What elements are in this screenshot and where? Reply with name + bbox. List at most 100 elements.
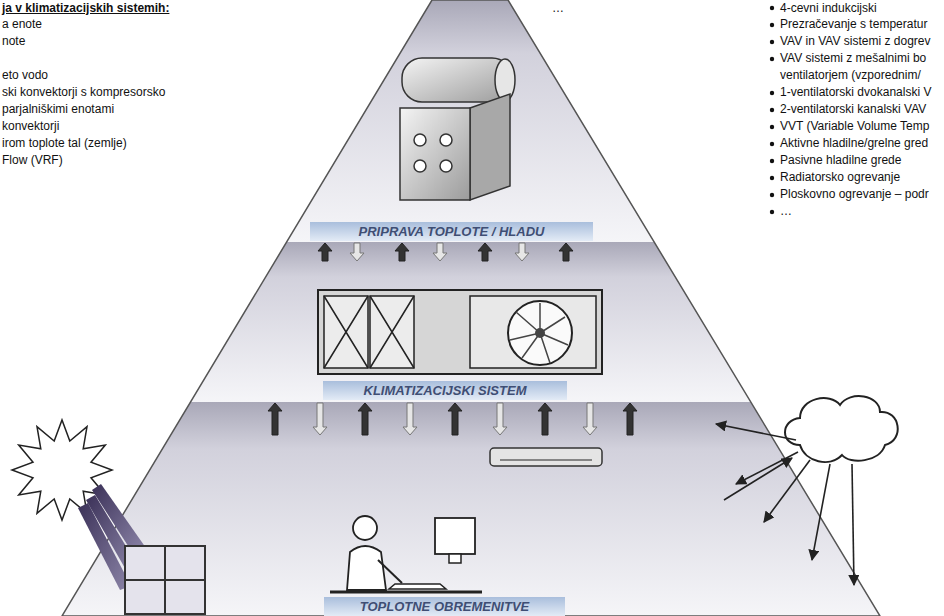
bullet: [770, 23, 774, 27]
chiller-icon: [400, 58, 515, 200]
ahu-fan-wheel: [508, 301, 572, 365]
heat-gain-arrow: [724, 458, 792, 500]
list-item: ventilatorjem (vzporednim/: [780, 67, 921, 84]
bullet: [770, 57, 774, 61]
ahu-filter-cross: [324, 296, 368, 368]
flow-arrow: [318, 243, 332, 261]
heat-flow-connector: [318, 243, 573, 261]
ahu-fan-hub: [535, 328, 545, 338]
flow-arrow: [448, 403, 462, 435]
tier-title: KLIMATIZACIJSKI SISTEM: [364, 382, 527, 399]
window: [125, 546, 205, 614]
ahu-body: [318, 290, 602, 374]
tier-title: PRIPRAVA TOPLOTE / HLADU: [359, 223, 545, 240]
bullet: [770, 142, 774, 146]
chiller-box: [400, 108, 470, 200]
flow-arrow: [433, 243, 447, 261]
bullet: [770, 159, 774, 163]
ahu-filter: [324, 296, 368, 368]
flow-arrow: [313, 403, 327, 435]
ellipsis: …: [552, 0, 564, 17]
flow-arrow: [358, 403, 372, 435]
list-item: note: [2, 33, 25, 50]
person-head: [353, 516, 377, 540]
list-item: …: [780, 203, 792, 220]
heat-flow-connector: [350, 243, 529, 261]
bullet: [770, 6, 774, 10]
bullet: [770, 125, 774, 129]
heat-loads-scene: [12, 396, 898, 614]
ceiling-unit-vent: [500, 459, 592, 461]
tier-banner: KLIMATIZACIJSKI SISTEM: [323, 381, 567, 400]
bullet: [770, 193, 774, 197]
list-item: konvektorji: [2, 118, 59, 135]
list-heading: ja v klimatizacijskih sistemih:: [2, 0, 169, 17]
bullet: [770, 176, 774, 180]
window-frame: [125, 546, 205, 614]
heat-gain-arrow: [852, 464, 854, 585]
list-item: irom toplote tal (zemlje): [2, 135, 127, 152]
chiller-port: [414, 134, 426, 146]
list-item: Radiatorsko ogrevanje: [780, 169, 900, 186]
flow-arrow: [478, 243, 492, 261]
keyboard: [389, 584, 446, 589]
heat-gain-arrow: [736, 452, 798, 484]
tier-banner: PRIPRAVA TOPLOTE / HLADU: [310, 222, 593, 241]
air-handling-unit: [318, 290, 602, 374]
chiller-port: [414, 160, 426, 172]
flow-arrow: [395, 243, 409, 261]
bullet: [770, 210, 774, 214]
heat-gain-arrow: [716, 424, 796, 440]
flow-arrow: [403, 403, 417, 435]
list-item: parjalniškimi enotami: [2, 101, 114, 118]
chiller-port: [440, 160, 452, 172]
tier-banner: TOPLOTNE OBREMENITVE: [324, 597, 565, 616]
list-item: VAV sistemi z mešalnimi bo: [780, 50, 926, 67]
flow-arrow: [493, 403, 507, 435]
person-arm: [378, 560, 402, 583]
flow-arrow: [559, 243, 573, 261]
list-item: 2-ventilatorski kanalski VAV: [780, 101, 926, 118]
pyramid-tier-fill: [0, 242, 944, 402]
list-item: Flow (VRF): [2, 152, 63, 169]
ceiling-unit: [490, 448, 602, 466]
list-item: Pasivne hladilne grede: [780, 152, 901, 169]
ahu-coil: [370, 296, 414, 368]
flow-arrow: [538, 403, 552, 435]
pyramid-tier: TOPLOTNE OBREMENITVE: [240, 436, 700, 616]
list-item: a enote: [2, 16, 42, 33]
list-item: VVT (Variable Volume Temp: [780, 118, 929, 135]
tier-title: TOPLOTNE OBREMENITVE: [360, 598, 530, 615]
chiller-cylinder-end: [495, 59, 515, 101]
list-bullets: [770, 6, 774, 214]
ahu-coil-cross: [370, 296, 414, 368]
flow-arrow: [350, 243, 364, 261]
bullet: [770, 91, 774, 95]
computer-monitor: [435, 518, 475, 554]
chiller-port: [440, 134, 452, 146]
heat-flow-connector: [268, 403, 637, 435]
list-item: ski konvektorji s kompresorsko: [2, 84, 165, 101]
flow-arrow: [623, 403, 637, 435]
heat-gain-arrow: [812, 464, 830, 560]
pyramid-tier: PRIPRAVA TOPLOTE / HLADU: [300, 0, 600, 242]
chiller-box-side: [470, 94, 510, 200]
list-item: Aktivne hladilne/grelne gred: [780, 135, 928, 152]
cloud-symbol: [785, 396, 898, 462]
flow-arrow: [583, 403, 597, 435]
pyramid-outline: [62, 0, 880, 616]
list-item: 4-cevni indukcijski: [780, 0, 877, 17]
ahu-fan-blades: [510, 303, 568, 363]
list-item: Ploskovno ogrevanje – podr: [780, 186, 929, 203]
pyramid-tier: KLIMATIZACIJSKI SISTEM: [240, 262, 700, 402]
flow-arrow: [515, 243, 529, 261]
list-item: 1-ventilatorski dvokanalski V: [780, 84, 931, 101]
person-body: [347, 546, 386, 590]
sun-ray: [78, 503, 131, 590]
desk: [330, 591, 482, 594]
bullet: [770, 40, 774, 44]
heat-gain-arrow: [764, 460, 810, 522]
list-item: VAV in VAV sistemi z dogrev: [780, 33, 931, 50]
